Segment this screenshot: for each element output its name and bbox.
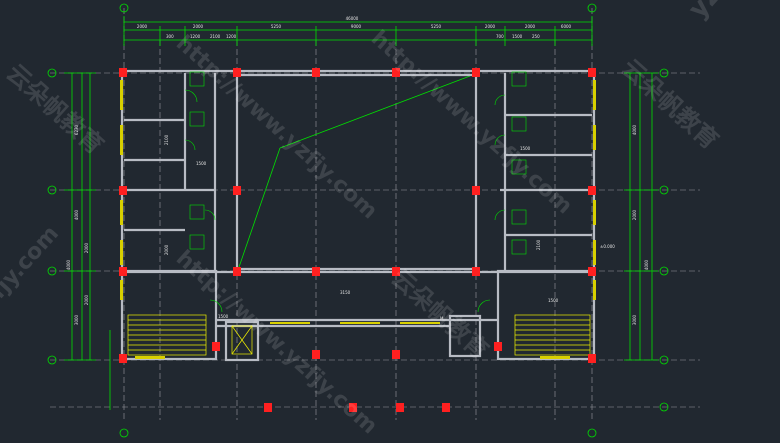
- level-mark: ±0.000: [600, 244, 615, 249]
- door-swings: [184, 71, 527, 313]
- dim-small-3: 2100: [210, 34, 221, 39]
- dim-top-1: 2000: [137, 24, 148, 29]
- dim-top-8: 6000: [561, 24, 572, 29]
- structural-columns: [119, 68, 596, 412]
- watermark-brand-1: 云朵帆教育: [1, 59, 109, 160]
- watermark-url-1: http://www.yzfjy.com: [171, 31, 382, 224]
- dim-right-2: 2000: [632, 209, 637, 220]
- watermark-brand-3: 云朵帆教育: [386, 264, 494, 365]
- room-dim-4: 1500: [520, 146, 531, 151]
- dimension-lines: [64, 16, 658, 410]
- dim-small-2: 1200: [190, 34, 201, 39]
- dim-left-1: 6230: [74, 124, 79, 135]
- dim-small-5: 700: [496, 34, 504, 39]
- watermarks: http://www.yzfjy.com http://www.yzfjy.co…: [0, 0, 752, 439]
- building-walls: [120, 69, 596, 362]
- dim-left-3: 2000: [84, 242, 89, 253]
- grid-bubbles: [47, 3, 669, 438]
- watermark-corner: fjy.com: [0, 221, 64, 304]
- dim-right-3: 4000: [644, 259, 649, 270]
- stair-label: 1500: [218, 314, 229, 319]
- watermark-url-3: http://www.yzfjy.com: [171, 246, 382, 439]
- room-dim-5: 1500: [548, 298, 559, 303]
- room-dim-3: 2000: [164, 244, 169, 255]
- dim-left-5: 2000: [84, 294, 89, 305]
- room-dim-2: 1500: [196, 161, 207, 166]
- dim-small-7: 250: [532, 34, 540, 39]
- overall-dimension: 46000: [346, 16, 359, 21]
- dimension-texts: 46000 2000 2000 5250 9000 5250 2000 2000…: [66, 16, 649, 325]
- watermark-brand-2: 云朵帆教育: [616, 54, 724, 155]
- dim-left-4: 4000: [66, 259, 71, 270]
- windows: [120, 80, 596, 359]
- dim-left-2: 4000: [74, 209, 79, 220]
- dim-small-6: 1500: [512, 34, 523, 39]
- door-code: M: [440, 316, 444, 321]
- dim-small-4: 1200: [226, 34, 237, 39]
- dim-top-6: 2000: [485, 24, 496, 29]
- dim-top-4: 9000: [351, 24, 362, 29]
- dim-top-3: 5250: [271, 24, 282, 29]
- dim-top-7: 2000: [525, 24, 536, 29]
- corridor-label: 3150: [340, 290, 351, 295]
- dim-left-6: 3000: [74, 314, 79, 325]
- dim-top-2: 2000: [193, 24, 204, 29]
- dim-right-1: 4000: [632, 124, 637, 135]
- room-dim-6: 2100: [536, 239, 541, 250]
- watermark-short-1: yzfjy: [683, 0, 752, 25]
- stairs: [127, 314, 591, 356]
- dim-small-1: 300: [166, 34, 174, 39]
- room-dim-1: 2100: [164, 134, 169, 145]
- dim-right-4: 3000: [632, 314, 637, 325]
- dim-top-5: 5250: [431, 24, 442, 29]
